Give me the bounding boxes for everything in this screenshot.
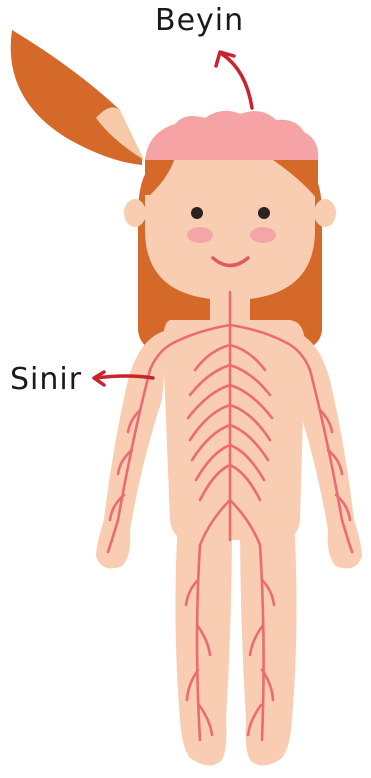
brain <box>145 111 318 160</box>
right-eye <box>258 207 270 219</box>
left-cheek <box>187 227 213 243</box>
right-cheek <box>250 227 276 243</box>
curved-arrow-icon <box>216 52 252 108</box>
nerve-arrow-shaft <box>96 376 153 378</box>
right-ear <box>314 199 336 227</box>
brain-arrow-shaft <box>222 54 252 108</box>
left-leg <box>175 520 232 766</box>
label-nerve: Sinir <box>10 362 82 397</box>
label-brain: Beyin <box>155 3 244 38</box>
torso <box>163 320 305 540</box>
left-ear <box>124 199 146 227</box>
left-eye <box>191 207 203 219</box>
face <box>145 160 315 300</box>
